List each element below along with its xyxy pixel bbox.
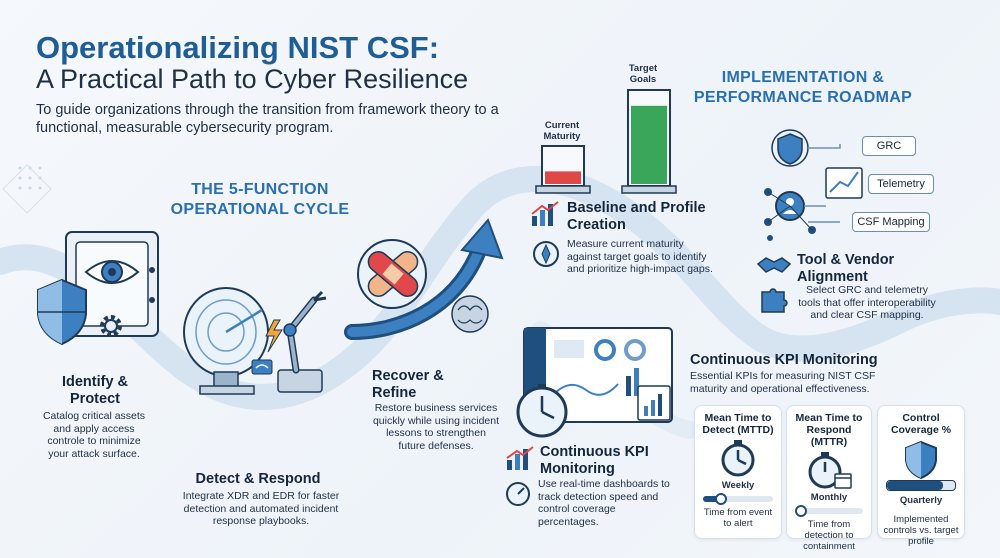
recover-refine-illustration [344, 218, 504, 340]
kpi-card-description: Time from event to alert [703, 507, 773, 529]
current-maturity-label: Current Maturity [543, 120, 581, 142]
stage-identify-text: Catalog critical assets and apply access… [42, 410, 146, 460]
analytics-chart-icon [825, 167, 863, 199]
kpi-slider-fill [703, 496, 721, 502]
monitoring-title: Continuous KPI Monitoring [540, 444, 649, 477]
stopwatch-icon [721, 440, 755, 477]
monitoring-text: Use real-time dashboards to track detect… [538, 478, 670, 528]
page-title: Operationalizing NIST CSF: [36, 30, 440, 65]
tool-box-grc: GRC [862, 136, 916, 156]
wifi-icon [251, 359, 273, 375]
kpi-section-title: Continuous KPI Monitoring [690, 352, 878, 368]
cycle-section-title: THE 5-FUNCTION OPERATIONAL CYCLE [170, 181, 350, 218]
stage-recover-title: Recover & Refine [372, 368, 444, 401]
stopwatch-icon [516, 384, 568, 438]
coverage-progress-bar [886, 480, 956, 491]
stage-detect-title: Detect & Respond [195, 471, 321, 487]
kpi-card-coverage: Control Coverage % Quarterly Implemented… [877, 405, 965, 547]
kpi-slider-knob [795, 505, 807, 517]
network-hub-icon [764, 188, 816, 241]
kpi-card-mttd: Mean Time to Detect (MTTD) Weekly Time f… [694, 405, 782, 539]
stopwatch-calendar-icon [808, 452, 852, 489]
target-goals-label: Target Goals [628, 63, 658, 85]
target-goals-fill [631, 105, 667, 184]
eye-icon [84, 260, 140, 284]
coverage-progress-fill [887, 481, 943, 490]
kpi-card-frequency: Quarterly [899, 495, 943, 506]
page-subtitle: To guide organizations through the trans… [36, 102, 499, 136]
shield-icon [37, 278, 87, 346]
puzzle-icon [761, 288, 788, 313]
stage-detect-text: Integrate XDR and EDR for faster detecti… [182, 490, 340, 527]
kpi-card-title: Mean Time to Respond (MTTR) [795, 412, 863, 448]
tool-box-telemetry: Telemetry [868, 174, 934, 194]
handshake-icon [756, 257, 792, 273]
baseline-text: Measure current maturity against target … [567, 238, 713, 275]
kpi-card-frequency: Weekly [721, 480, 755, 491]
robot-arm-icon [277, 290, 327, 393]
current-maturity-gauge [535, 145, 591, 194]
kpi-card-title: Control Coverage % [890, 412, 952, 436]
roadmap-section-title: IMPLEMENTATION & PERFORMANCE ROADMAP [693, 69, 913, 106]
dashboard-illustration [516, 327, 673, 438]
radar-icon [183, 287, 269, 395]
gear-icon [100, 315, 122, 337]
bandage-icon [357, 239, 427, 309]
shield-icon [905, 440, 937, 480]
current-maturity-fill [545, 171, 581, 184]
shield-gear-icon [771, 129, 809, 167]
target-goals-gauge [621, 89, 677, 194]
gauge-icon [506, 482, 530, 506]
bar-chart-icon [531, 201, 559, 226]
kpi-section-text: Essential KPIs for measuring NIST CSF ma… [690, 370, 876, 395]
kpi-card-title: Mean Time to Detect (MTTD) [702, 412, 774, 436]
tool-integration-diagram [764, 129, 863, 241]
kpi-slider-knob [714, 493, 727, 505]
identify-protect-illustration [37, 231, 159, 346]
alignment-text: Select GRC and telemetry tools that offe… [798, 284, 936, 321]
kpi-slider [703, 493, 773, 505]
brain-icon [451, 295, 489, 333]
tool-box-csf-mapping: CSF Mapping [852, 212, 930, 232]
kpi-card-mttr: Mean Time to Respond (MTTR) Monthly Time… [786, 405, 872, 552]
kpi-card-description: Implemented controls vs. target profile [883, 514, 959, 547]
trend-chart-icon [637, 385, 671, 421]
maturity-comparison-graphic [535, 89, 677, 194]
stage-recover-text: Restore business services quickly while … [372, 402, 500, 452]
baseline-title: Baseline and Profile Creation [567, 200, 706, 233]
page-title-line2: A Practical Path to Cyber Resilience [36, 64, 469, 94]
lightning-icon [265, 319, 283, 353]
bar-chart-icon-2 [506, 446, 534, 470]
kpi-card-frequency: Monthly [810, 492, 848, 503]
stage-identify-title: Identify & Protect [61, 374, 129, 407]
growth-arrow-icon [344, 218, 504, 340]
alignment-title: Tool & Vendor Alignment [797, 252, 895, 285]
detect-respond-illustration [183, 287, 327, 395]
compass-icon [533, 241, 559, 267]
kpi-slider [795, 505, 863, 517]
kpi-card-description: Time from detection to containment [803, 519, 855, 552]
